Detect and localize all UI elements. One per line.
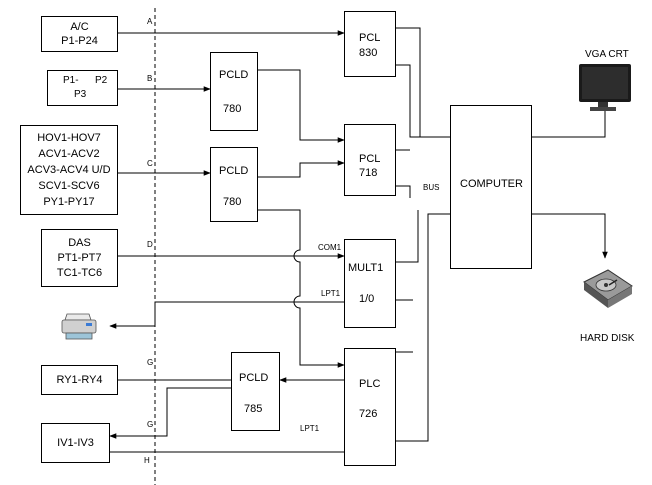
wire-pcld780b-pcl718 <box>258 160 345 178</box>
hard-disk-label: HARD DISK <box>580 333 635 344</box>
channel-g2-label: G <box>147 420 154 429</box>
pcl830-number: 830 <box>359 47 378 59</box>
das-pt-range: PT1-PT7 <box>57 251 102 264</box>
pcld780b-box: PCLD 780 <box>210 147 258 222</box>
channel-a-label: A <box>147 17 153 26</box>
plc726-box: PLC 726 <box>344 348 396 466</box>
mult1-box: MULT1 1/0 <box>344 239 396 328</box>
pcl830-label: PCL <box>359 32 381 44</box>
wire-lpt1-printer <box>109 301 344 329</box>
bus-line-mult <box>396 210 419 263</box>
pcl718-label: PCL <box>359 153 381 165</box>
pcld785-number: 785 <box>244 403 263 415</box>
delta-input-label-a: P1- <box>63 75 79 86</box>
vga-monitor-icon <box>579 64 631 111</box>
delta-input-label-c: P3 <box>74 89 87 100</box>
hov-line-3: ACV3-ACV4 U/D <box>27 164 111 176</box>
bus-line-upper <box>396 185 411 198</box>
pcld780a-label: PCLD <box>219 69 249 81</box>
hov-line-4: SCV1-SCV6 <box>38 180 100 192</box>
hard-disk-icon <box>583 269 633 308</box>
das-label: DAS <box>68 236 91 249</box>
delta-input-box: P1- P2 P3 <box>47 70 118 106</box>
pcl718-number: 718 <box>359 167 378 179</box>
pcl718-box: PCL 718 <box>344 124 396 196</box>
wire-computer-disk <box>532 213 608 259</box>
wire-pcl830-computer <box>396 64 450 138</box>
wire-g-iv <box>109 387 231 439</box>
channel-b-label: B <box>147 74 153 83</box>
lpt1-bottom-label: LPT1 <box>300 424 320 433</box>
hov-line-2: ACV1-ACV2 <box>38 148 100 160</box>
mult1-io-label: 1/0 <box>359 293 375 305</box>
mult1-label: MULT1 <box>348 262 384 274</box>
iv-label: IV1-IV3 <box>57 437 94 449</box>
pcld780b-number: 780 <box>223 196 242 208</box>
channel-g1-label: G <box>147 358 154 367</box>
pcld780a-number: 780 <box>223 103 242 115</box>
pcld780a-box: PCLD 780 <box>210 52 258 131</box>
channel-c-label: C <box>147 159 153 168</box>
wire-pcld780a-pcl718 <box>258 69 345 143</box>
wire-pcld780b-plc726 <box>258 209 345 368</box>
pcld785-box: PCLD 785 <box>231 352 280 431</box>
ac-input-label: A/C <box>70 21 89 33</box>
ry-output-box: RY1-RY4 <box>41 365 118 395</box>
plc726-label: PLC <box>359 378 381 390</box>
iv-output-box: IV1-IV3 <box>41 423 110 463</box>
ac-input-range: P1-P24 <box>61 35 98 47</box>
computer-label: COMPUTER <box>460 178 523 190</box>
bus-label: BUS <box>423 183 440 192</box>
das-input-box: DAS PT1-PT7 TC1-TC6 <box>41 229 118 287</box>
wire-plc-bus <box>396 213 450 442</box>
hov-line-1: HOV1-HOV7 <box>37 132 101 144</box>
channel-h-label: H <box>144 456 150 465</box>
printer-icon <box>61 313 97 340</box>
delta-input-label-b: P2 <box>95 75 108 86</box>
ry-label: RY1-RY4 <box>56 374 103 386</box>
hov-input-box: HOV1-HOV7 ACV1-ACV2 ACV3-ACV4 U/D SCV1-S… <box>20 125 118 215</box>
channel-d-label: D <box>147 240 153 249</box>
pcld785-label: PCLD <box>239 372 269 384</box>
plc726-number: 726 <box>359 408 378 420</box>
hov-line-5: PY1-PY17 <box>43 196 95 208</box>
computer-box: COMPUTER <box>450 105 532 269</box>
lpt1-top-label: LPT1 <box>321 289 341 298</box>
pcl830-box: PCL 830 <box>344 11 396 77</box>
ac-input-box: A/C P1-P24 <box>41 16 118 52</box>
wire-pcl830-right <box>396 27 421 137</box>
das-tc-range: TC1-TC6 <box>56 266 103 279</box>
vga-crt-label: VGA CRT <box>585 49 629 60</box>
pcld780b-label: PCLD <box>219 165 249 177</box>
com1-label: COM1 <box>318 243 342 252</box>
